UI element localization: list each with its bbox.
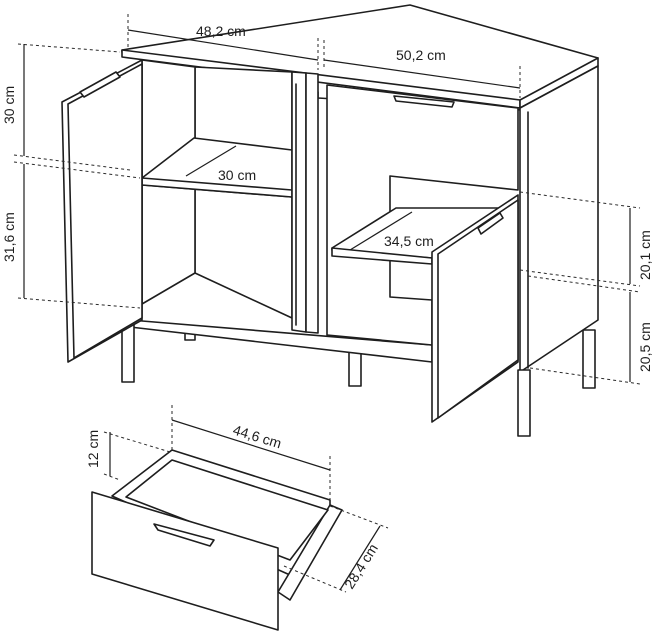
dim-left-width: 48,2 cm [127,14,319,70]
dim-right-width: 50,2 cm [323,40,521,98]
drawer-side [277,504,343,601]
dim-left-shelf-label: 30 cm [218,167,256,183]
dim-right-upper-label: 20,1 cm [637,230,653,280]
right-door [431,194,519,423]
top-handle [393,95,455,108]
dim-left-shelf: 30 cm [185,145,256,183]
dim-top-height-label: 30 cm [1,86,17,124]
center-divider [291,71,319,334]
drawer [91,449,343,631]
cabinet-right-side [519,65,599,373]
dim-right-shelf-label: 34,5 cm [384,233,434,249]
dim-bottom-height-label: 31,6 cm [1,212,17,262]
dim-right-width-label: 50,2 cm [396,47,446,63]
cabinet [61,4,599,437]
dim-right-lower-label: 20,5 cm [637,322,653,372]
dim-left-heights: 30 cm 31,6 cm [1,43,141,309]
drawer-handle [153,523,215,547]
dim-drawer-height-label: 12 cm [85,430,101,468]
dim-right-heights: 20,1 cm 20,5 cm [519,191,653,385]
dim-left-width-label: 48,2 cm [196,23,246,39]
drawer-front [91,491,279,631]
left-door [61,59,143,363]
dim-drawer-depth-label: 28,4 cm [341,541,381,592]
dim-drawer-height: 12 cm [85,430,171,481]
dim-right-shelf: 34,5 cm [349,211,434,251]
